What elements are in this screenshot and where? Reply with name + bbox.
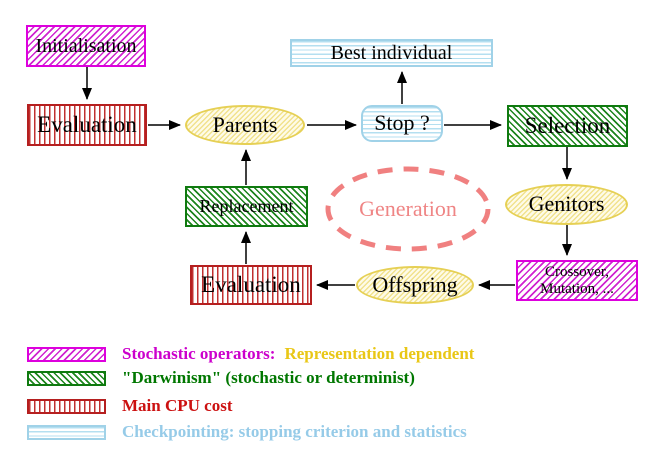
legend-row-checkpointing: Checkpointing: stopping criterion and st… [27,422,467,441]
node-offspring-label: Offspring [372,271,458,297]
legend-label-stochastic-operators: Stochastic operators: [122,344,276,363]
generation-cycle-label: Generation [326,196,490,222]
node-evaluation-top-label: Evaluation [37,112,137,138]
node-evaluation-bottom: Evaluation [190,265,312,305]
node-evaluation-top: Evaluation [27,104,147,146]
node-parents: Parents [185,105,305,145]
node-parents-label: Parents [212,111,278,137]
node-crossover-line2: Mutation, ... [540,280,614,297]
node-stop: Stop ? [361,105,443,142]
legend-text-stochastic: Stochastic operators: Representation depe… [122,344,474,364]
node-selection: Selection [507,105,628,147]
generation-text: Generation [359,196,457,221]
node-stop-label: Stop ? [374,110,430,136]
node-genitors: Genitors [505,184,628,225]
node-initialisation-label: Initialisation [35,35,137,57]
node-crossover-line1: Crossover, [545,264,609,280]
legend-row-darwinism: "Darwinism" (stochastic or determinist) [27,368,415,387]
node-genitors-label: Genitors [528,191,605,217]
node-replacement: Replacement [185,186,308,227]
node-best-individual: Best individual [290,39,493,67]
legend-swatch-green-hatch [27,370,106,386]
node-selection-label: Selection [524,113,611,139]
legend-swatch-red-stripes [27,398,106,414]
node-replacement-label: Replacement [199,195,294,216]
legend-label-cpu-cost: Main CPU cost [122,396,233,415]
node-offspring: Offspring [356,266,474,304]
node-crossover-mutation: Crossover, Mutation, ... [516,260,638,301]
legend-label-representation-dependent: Representation dependent [284,344,475,363]
node-best-individual-label: Best individual [330,42,453,64]
legend-label-checkpointing: Checkpointing: stopping criterion and st… [122,422,467,441]
legend-label-darwinism: "Darwinism" (stochastic or determinist) [122,368,415,387]
legend-swatch-cyan-stripes [27,424,106,440]
legend-row-stochastic: Stochastic operators: Representation depe… [27,344,474,364]
node-evaluation-bottom-label: Evaluation [201,272,301,298]
legend-row-cpu-cost: Main CPU cost [27,396,233,415]
legend-swatch-magenta-hatch [27,346,106,362]
node-initialisation: Initialisation [26,25,146,67]
